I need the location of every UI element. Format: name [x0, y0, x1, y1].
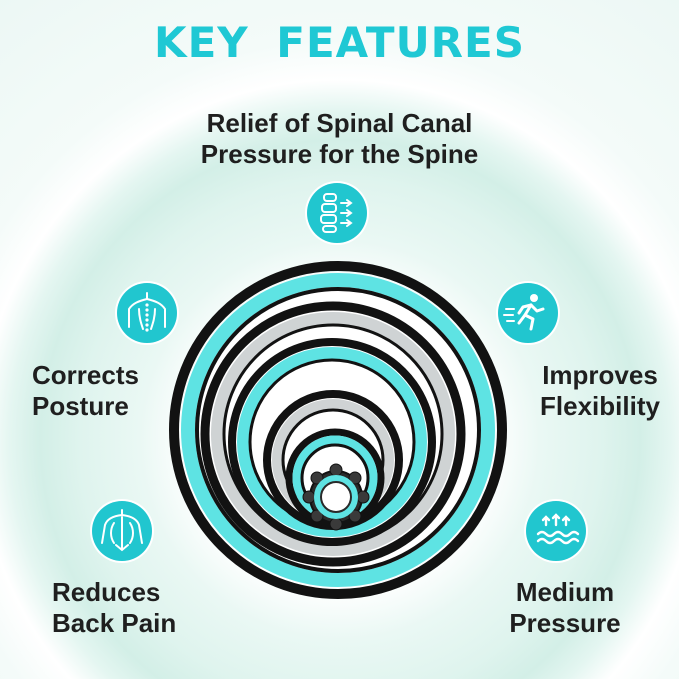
pressure-waves-icon — [526, 501, 586, 561]
feature-label-line: Improves — [542, 360, 658, 390]
ring-outer-inner-edge — [195, 287, 481, 573]
feature-label-line: Corrects — [32, 360, 139, 390]
feature-label-line: Pressure — [509, 608, 621, 638]
feature-label-spinal-relief: Relief of Spinal Canal Pressure for the … — [0, 108, 679, 170]
ring-outer-teal — [181, 273, 495, 587]
feature-label-line: Flexibility — [540, 391, 660, 421]
ring-outer-black — [169, 261, 507, 599]
feature-label-line: Reduces — [52, 577, 161, 607]
massage-ring-center — [302, 463, 370, 531]
ring-third-black — [228, 338, 436, 546]
feature-label-posture: Corrects Posture — [32, 360, 152, 422]
feature-label-line: Back Pain — [52, 608, 177, 638]
spine-compression-icon — [307, 183, 367, 243]
page-title: KEY FEATURES — [154, 18, 525, 67]
ring-third-teal — [237, 347, 427, 537]
ring-second-black — [200, 301, 466, 567]
feature-label-line: Posture — [32, 391, 129, 421]
feature-label-line: Relief of Spinal Canal — [206, 108, 473, 138]
feature-label-medium-pressure: Medium Pressure — [495, 577, 635, 639]
feature-label-flexibility: Improves Flexibility — [530, 360, 670, 422]
feature-label-back-pain: Reduces Back Pain — [52, 577, 192, 639]
spine-posture-icon — [117, 283, 177, 343]
back-muscles-icon — [92, 501, 152, 561]
feature-label-line: Pressure for the Spine — [200, 139, 479, 169]
feature-label-line: Medium — [515, 577, 615, 607]
running-person-icon — [498, 283, 558, 343]
ring-second-gray — [211, 312, 455, 556]
